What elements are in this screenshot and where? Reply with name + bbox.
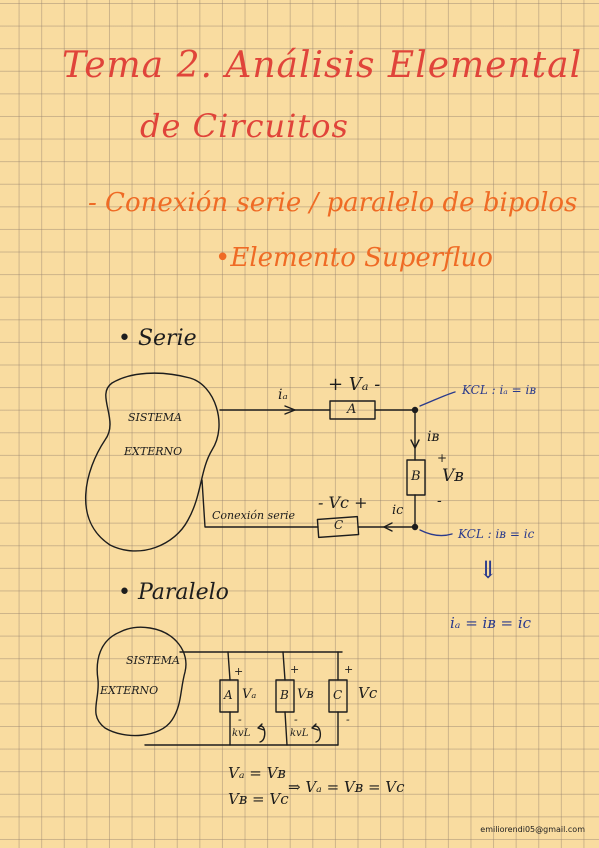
paralelo-heading: • Paralelo bbox=[118, 580, 229, 605]
paralelo-kvl-1: kvL bbox=[232, 728, 251, 739]
paralelo-element-b-label: B bbox=[280, 688, 289, 702]
paralelo-vc: Vc bbox=[358, 684, 378, 702]
paralelo-kvl-2: kvL bbox=[290, 728, 309, 739]
serie-current-b-arrow bbox=[410, 439, 420, 449]
serie-result: iₐ = iʙ = ic bbox=[450, 614, 532, 632]
paralelo-loop-arrow-2 bbox=[311, 723, 322, 743]
serie-element-b-label: B bbox=[411, 469, 421, 484]
serie-node-bottom bbox=[411, 523, 419, 531]
paralelo-plus-a: + bbox=[234, 665, 244, 678]
paralelo-system-blob bbox=[95, 626, 187, 737]
serie-implies-arrow: ⇓ bbox=[478, 556, 499, 584]
paralelo-vb: Vʙ bbox=[297, 687, 314, 702]
serie-kcl-pointer-top bbox=[419, 391, 456, 407]
serie-vc-label: - Vc + bbox=[318, 493, 368, 512]
paralelo-plus-b: + bbox=[290, 663, 300, 676]
paralelo-eq-result: ⇒ Vₐ = Vʙ = Vc bbox=[288, 778, 405, 796]
page-title-line2: de Circuitos bbox=[140, 107, 349, 145]
serie-current-c-arrow bbox=[383, 522, 393, 532]
serie-bottom-wire bbox=[201, 479, 416, 528]
paralelo-box-label-2: EXTERNO bbox=[100, 684, 159, 697]
serie-box-label-1: SISTEMA bbox=[128, 411, 182, 424]
paralelo-minus-b: - bbox=[294, 713, 298, 726]
serie-current-a: iₐ bbox=[278, 387, 288, 403]
serie-vb-label: Vʙ bbox=[442, 466, 464, 486]
topic-serie-paralelo: - Conexión serie / paralelo de bipolos bbox=[88, 188, 578, 218]
serie-kcl-bottom: KCL : iʙ = ic bbox=[458, 527, 535, 541]
serie-system-blob bbox=[85, 372, 220, 552]
serie-element-a-label: A bbox=[347, 402, 357, 417]
serie-kcl-top: KCL : iₐ = iʙ bbox=[462, 383, 537, 397]
paralelo-va: Vₐ bbox=[242, 687, 257, 702]
serie-current-a-arrow bbox=[284, 405, 296, 415]
paralelo-minus-c: - bbox=[346, 713, 350, 726]
serie-va-label: + Vₐ - bbox=[328, 374, 381, 395]
serie-conexion-label: Conexión serie bbox=[212, 509, 295, 522]
topic-superfluo: •Elemento Superfluo bbox=[215, 243, 493, 273]
paralelo-element-c bbox=[328, 679, 348, 713]
serie-element-a bbox=[329, 400, 376, 420]
paralelo-loop-arrow-1 bbox=[257, 723, 266, 743]
serie-node-top bbox=[411, 406, 419, 414]
serie-heading: • Serie bbox=[118, 326, 197, 351]
serie-vb-minus: - bbox=[437, 493, 442, 509]
serie-element-c-label: C bbox=[334, 518, 344, 532]
paralelo-eq-2: Vʙ = Vc bbox=[228, 790, 289, 808]
paralelo-element-a-label: A bbox=[224, 688, 233, 702]
paralelo-box-label-1: SISTEMA bbox=[126, 654, 180, 667]
serie-current-b: iʙ bbox=[427, 429, 440, 445]
serie-element-c bbox=[316, 515, 360, 539]
serie-element-b bbox=[406, 459, 426, 496]
serie-kcl-pointer-bottom bbox=[419, 529, 453, 537]
paralelo-element-c-label: C bbox=[333, 688, 343, 702]
page-title-line1: Tema 2. Análisis Elemental bbox=[62, 45, 583, 86]
serie-box-label-2: EXTERNO bbox=[124, 445, 183, 458]
paralelo-minus-a: - bbox=[238, 713, 242, 726]
paralelo-plus-c: + bbox=[344, 663, 354, 676]
author-email: emiliorendi05@gmail.com bbox=[480, 825, 585, 834]
serie-vb-plus: + bbox=[437, 451, 448, 465]
paralelo-eq-1: Vₐ = Vʙ bbox=[228, 764, 286, 782]
paralelo-element-a bbox=[219, 679, 239, 713]
paralelo-element-b bbox=[275, 679, 295, 713]
serie-current-c: ic bbox=[392, 503, 404, 518]
